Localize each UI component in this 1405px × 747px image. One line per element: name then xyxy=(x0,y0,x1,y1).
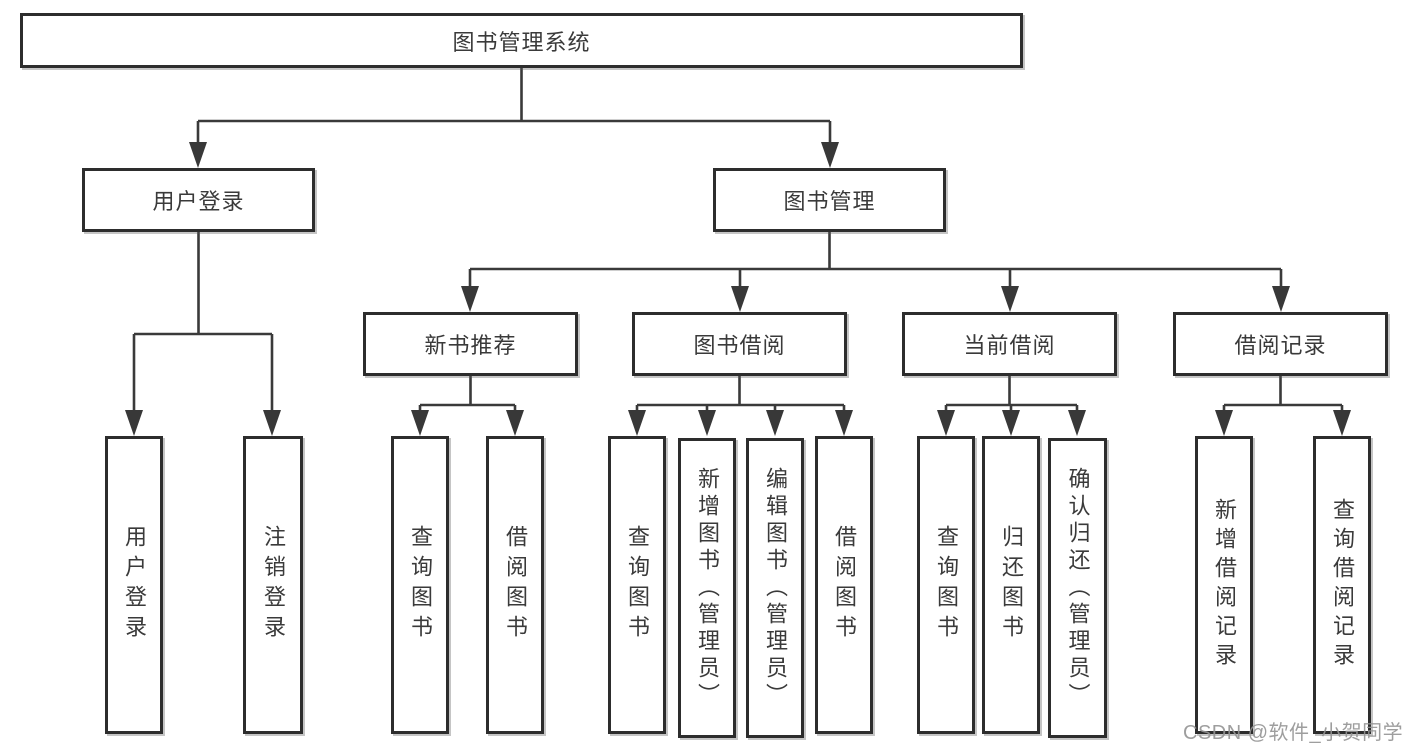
connector-userlogin-to-leaves xyxy=(132,232,274,420)
leaf-logout: 注销登录 xyxy=(243,436,303,734)
connector-records-to-leaves xyxy=(1222,376,1344,420)
leaf-borrow-query-books: 查询图书 xyxy=(608,436,666,734)
node-borrow-records: 借阅记录 xyxy=(1173,312,1388,376)
leaf-borrow-books: 借阅图书 xyxy=(815,436,873,734)
leaf-user-login: 用户登录 xyxy=(105,436,163,734)
connector-recommend-to-leaves xyxy=(418,376,517,420)
leaf-edit-books-admin: 编辑图书（管理员） xyxy=(746,438,804,738)
leaf-query-borrow-record: 查询借阅记录 xyxy=(1313,436,1371,734)
leaf-add-books-admin: 新增图书（管理员） xyxy=(678,438,736,738)
connector-borrow-to-leaves xyxy=(635,376,846,420)
leaf-current-query-books: 查询图书 xyxy=(917,436,975,734)
connector-current-to-leaves xyxy=(944,376,1079,420)
leaf-recommend-borrow-books: 借阅图书 xyxy=(486,436,544,734)
csdn-watermark: CSDN @软件_小贺同学 xyxy=(1183,722,1404,744)
node-current-borrow: 当前借阅 xyxy=(902,312,1117,376)
leaf-confirm-return-admin: 确认归还（管理员） xyxy=(1048,438,1107,738)
node-book-borrow: 图书借阅 xyxy=(632,312,847,376)
node-book-management: 图书管理 xyxy=(713,168,946,232)
connector-bookmgmt-to-level3 xyxy=(468,232,1283,296)
node-user-login: 用户登录 xyxy=(82,168,315,232)
node-new-book-recommend: 新书推荐 xyxy=(363,312,578,376)
leaf-return-books: 归还图书 xyxy=(982,436,1040,734)
node-library-management-system: 图书管理系统 xyxy=(20,13,1023,68)
leaf-add-borrow-record: 新增借阅记录 xyxy=(1195,436,1253,734)
connector-root-to-level2 xyxy=(196,68,832,150)
leaf-recommend-query-books: 查询图书 xyxy=(391,436,449,734)
